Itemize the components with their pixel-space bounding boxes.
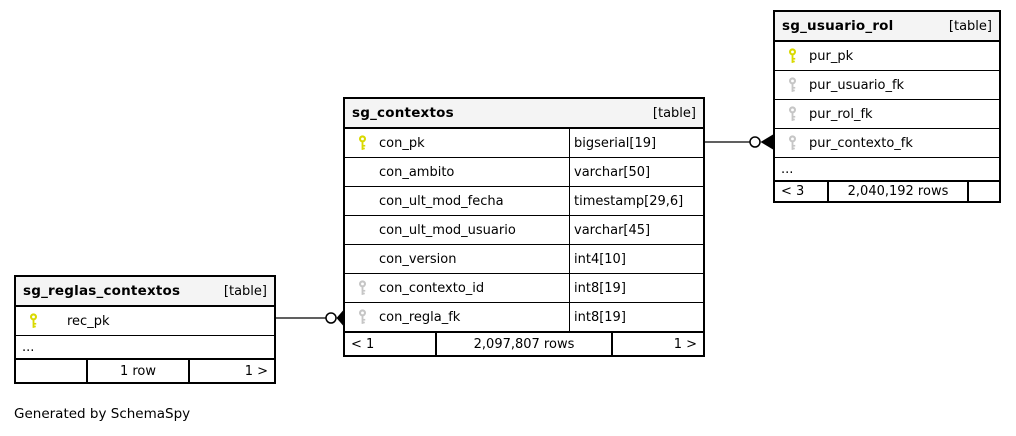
footer-row-count: 1 row <box>86 360 188 382</box>
table-title[interactable]: sg_usuario_rol <box>782 18 894 34</box>
column-name: con_contexto_id <box>379 280 485 296</box>
footer-degree-right <box>967 182 999 201</box>
column-type: bigserial[19] <box>569 129 710 157</box>
column-type: varchar[50] <box>569 158 710 186</box>
column-row-pur_contexto_fk: pur_contexto_fk <box>775 128 999 157</box>
column-name-cell: con_regla_fk <box>345 303 569 331</box>
column-type: varchar[45] <box>569 216 710 244</box>
column-row-pur_pk: pur_pk <box>775 42 999 70</box>
column-name: con_regla_fk <box>379 309 461 325</box>
table-title[interactable]: sg_reglas_contextos <box>23 283 181 299</box>
zero-cardinality-circle <box>325 312 337 324</box>
foreign-key-icon <box>775 106 802 122</box>
column-name-cell: pur_pk <box>775 42 999 70</box>
table-header[interactable]: sg_reglas_contextos [table] <box>16 277 274 307</box>
footer-row-count: 2,040,192 rows <box>827 182 967 201</box>
column-name-cell: pur_usuario_fk <box>775 71 999 99</box>
column-type: int8[19] <box>569 303 710 331</box>
column-name: rec_pk <box>67 313 110 329</box>
footer-degree-left: < 3 <box>781 184 805 199</box>
column-name: con_ult_mod_fecha <box>379 193 504 209</box>
column-row-pur_rol_fk: pur_rol_fk <box>775 99 999 128</box>
column-name: con_ult_mod_usuario <box>379 222 516 238</box>
footer-degree-left: < 1 <box>351 336 375 352</box>
footer-degree-right: 1 > <box>611 333 703 355</box>
table-sg-usuario-rol[interactable]: sg_usuario_rol [table] pur_pk pur_usuario… <box>773 10 1001 203</box>
foreign-key-icon <box>775 135 802 151</box>
column-name: con_pk <box>379 135 425 151</box>
zero-cardinality-circle <box>749 136 761 148</box>
column-name: con_version <box>379 251 457 267</box>
footer-row-count: 2,097,807 rows <box>435 333 611 355</box>
table-footer: < 1 2,097,807 rows 1 > <box>345 331 703 355</box>
table-type-tag: [table] <box>652 105 696 121</box>
column-name: pur_usuario_fk <box>809 77 905 93</box>
column-name-cell: con_ult_mod_fecha <box>345 187 569 215</box>
fk-connector-reglas-to-contextos <box>276 310 343 326</box>
table-type-tag: [table] <box>948 18 992 34</box>
column-name: con_ambito <box>379 164 455 180</box>
column-name-cell: con_contexto_id <box>345 274 569 302</box>
column-type: timestamp[29,6] <box>569 187 710 215</box>
table-footer: < 3 2,040,192 rows <box>775 180 999 201</box>
column-type: int8[19] <box>569 274 710 302</box>
more-columns-ellipsis: ... <box>16 335 274 358</box>
crowfoot-arrow <box>760 134 773 150</box>
column-name-cell: con_ult_mod_usuario <box>345 216 569 244</box>
primary-key-icon <box>16 313 43 329</box>
generated-by-note: Generated by SchemaSpy <box>14 406 191 422</box>
footer-degree-right: 1 > <box>188 360 274 382</box>
column-name-cell: con_version <box>345 245 569 273</box>
column-name: pur_rol_fk <box>809 106 873 122</box>
column-rows: pur_pk pur_usuario_fk pur_rol_fk pur_contex… <box>775 42 999 157</box>
column-name: pur_contexto_fk <box>809 135 913 151</box>
table-header[interactable]: sg_usuario_rol [table] <box>775 12 999 42</box>
fk-connector-contextos-to-usuario-rol <box>705 134 773 150</box>
table-sg-reglas-contextos[interactable]: sg_reglas_contextos [table] rec_pk ... 1… <box>14 275 276 384</box>
column-row-pur_usuario_fk: pur_usuario_fk <box>775 70 999 99</box>
column-row-rec_pk: rec_pk <box>16 307 274 335</box>
table-type-tag: [table] <box>223 283 267 299</box>
primary-key-icon <box>345 135 372 151</box>
column-name-cell: con_ambito <box>345 158 569 186</box>
table-header[interactable]: sg_contextos [table] <box>345 99 703 129</box>
foreign-key-icon <box>775 77 802 93</box>
table-footer: 1 row 1 > <box>16 358 274 382</box>
column-type: int4[10] <box>569 245 710 273</box>
column-name-cell: con_pk <box>345 129 569 157</box>
table-title[interactable]: sg_contextos <box>352 105 454 121</box>
column-name-cell: pur_contexto_fk <box>775 129 999 157</box>
primary-key-icon <box>775 48 802 64</box>
foreign-key-icon <box>345 309 372 325</box>
footer-degree-left <box>16 360 86 382</box>
foreign-key-icon <box>345 280 372 296</box>
column-rows: rec_pk <box>16 307 274 335</box>
column-name: pur_pk <box>809 48 854 64</box>
more-columns-ellipsis: ... <box>775 157 999 180</box>
column-name-cell: pur_rol_fk <box>775 100 999 128</box>
column-name-cell: rec_pk <box>16 307 274 335</box>
